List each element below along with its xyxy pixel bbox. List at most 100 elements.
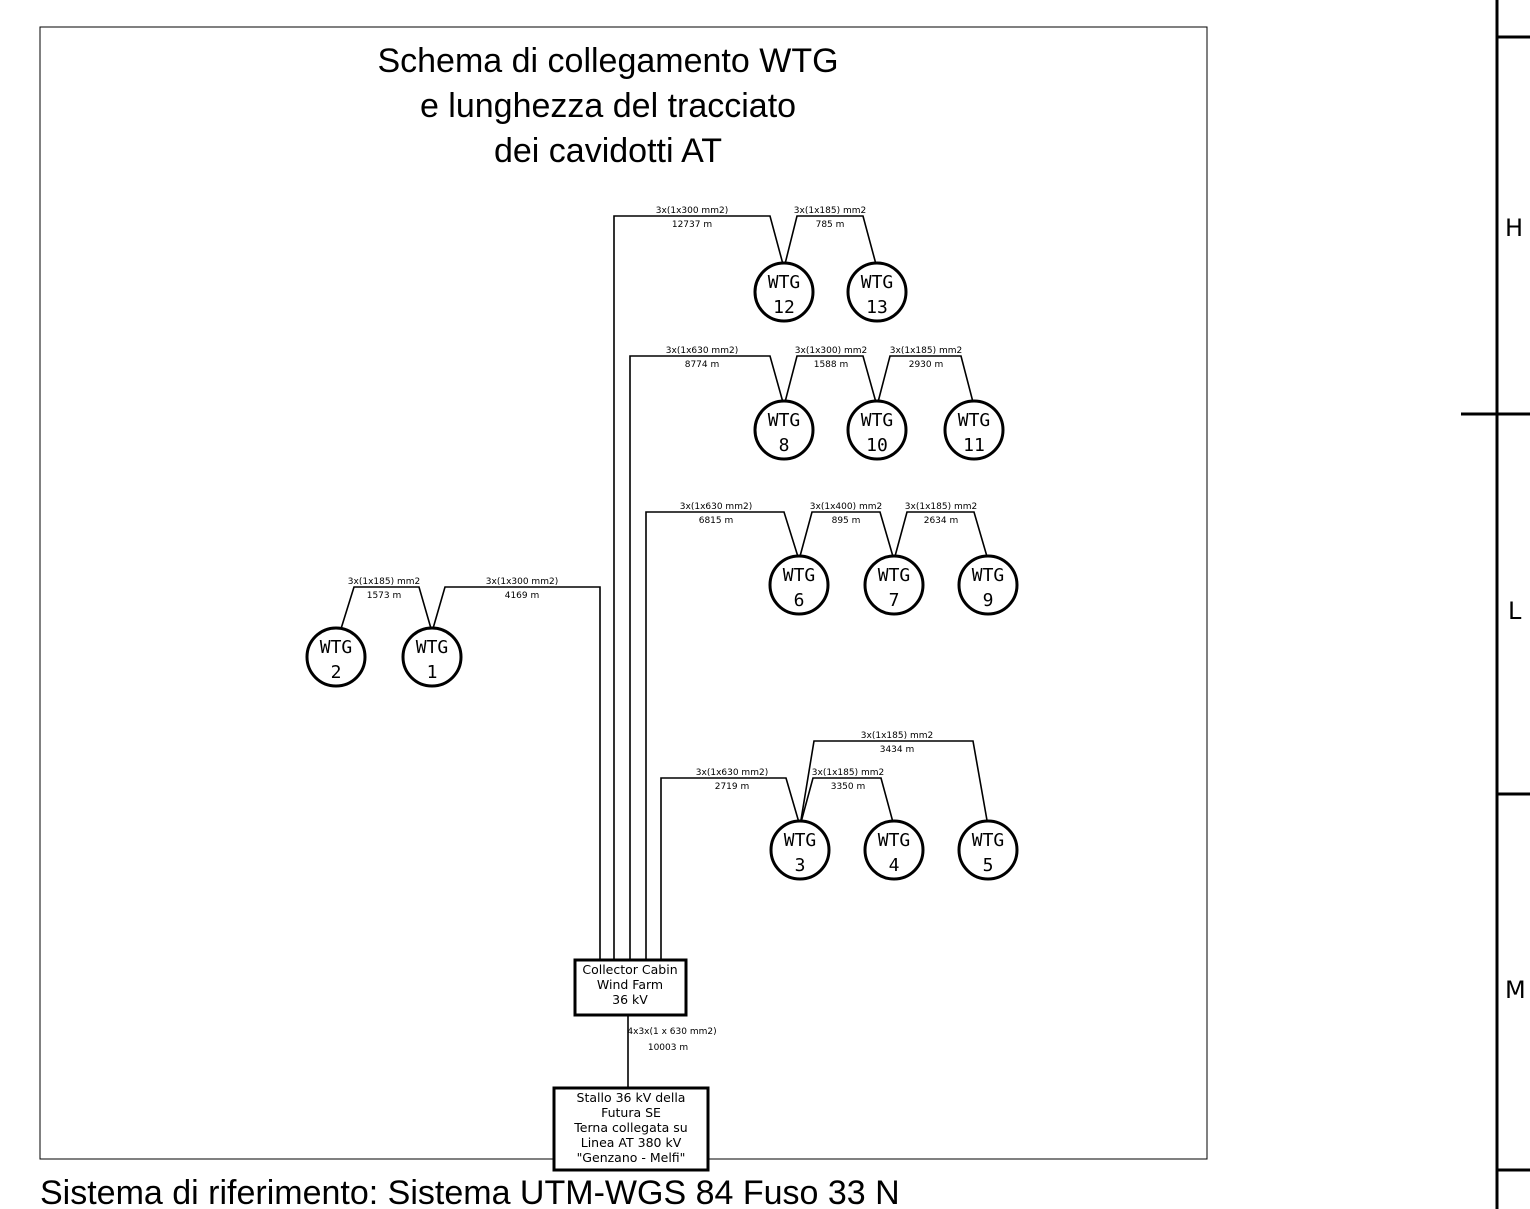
- cable-section-label: 3x(1x630 mm2): [696, 768, 768, 778]
- cable-length-label: 895 m: [832, 516, 861, 526]
- cable-line-wtg12-to-wtg13: [783, 215, 878, 269]
- cable-section-label: 3x(1x630 mm2): [680, 502, 752, 512]
- wtg-number: 3: [795, 855, 806, 876]
- cable-labels: 3x(1x300 mm2) 12737 m 3x(1x185) mm2 785 …: [348, 206, 977, 1053]
- cable-section-label: 3x(1x185) mm2: [861, 731, 933, 741]
- wtg-number: 10: [866, 435, 888, 456]
- wtg-number: 6: [794, 590, 805, 611]
- cable-length-label: 2719 m: [715, 782, 750, 792]
- wtg-node[interactable]: WTG 11: [943, 399, 1005, 461]
- turbines: WTG 12 WTG 13 WTG 8 WTG 10 WTG 11 WTG 6: [305, 261, 1019, 881]
- cable-length-label: 10003 m: [648, 1043, 688, 1053]
- wtg-node[interactable]: WTG 12: [753, 261, 815, 323]
- wtg-label: WTG: [972, 830, 1005, 851]
- wtg-number: 2: [331, 662, 342, 683]
- cable-section-label: 3x(1x185) mm2: [890, 346, 962, 356]
- wtg-node[interactable]: WTG 7: [863, 554, 925, 616]
- cable-length-label: 4169 m: [505, 591, 540, 601]
- wtg-node[interactable]: WTG 1: [401, 626, 463, 688]
- cable-section-label: 3x(1x185) mm2: [812, 768, 884, 778]
- wtg-label: WTG: [958, 410, 991, 431]
- cable-section-label: 3x(1x630 mm2): [666, 346, 738, 356]
- wtg-node[interactable]: WTG 3: [769, 819, 831, 881]
- wtg-node[interactable]: WTG 8: [753, 399, 815, 461]
- wtg-number: 12: [773, 297, 795, 318]
- border-letter: H: [1505, 214, 1523, 242]
- cable-line-cab-to-wtg1: [431, 586, 601, 960]
- cable-length-label: 3434 m: [880, 745, 915, 755]
- wtg-label: WTG: [416, 637, 449, 658]
- cable-section-label: 4x3x(1 x 630 mm2): [627, 1027, 716, 1037]
- cable-section-label: 3x(1x300 mm2): [656, 206, 728, 216]
- wtg-number: 11: [963, 435, 985, 456]
- cable-section-label: 3x(1x185) mm2: [794, 206, 866, 216]
- collector-cabin-line: 36 kV: [612, 992, 648, 1007]
- cable-line-wtg3-to-wtg5: [799, 740, 989, 827]
- wtg-node[interactable]: WTG 2: [305, 626, 367, 688]
- wtg-node[interactable]: WTG 4: [863, 819, 925, 881]
- cable-line-wtg6-to-wtg7: [798, 511, 895, 561]
- cable-length-label: 8774 m: [685, 360, 720, 370]
- cable-line-cab-to-wtg12: [613, 215, 785, 960]
- cable-length-label: 2634 m: [924, 516, 959, 526]
- cable-length-label: 1588 m: [814, 360, 849, 370]
- stallo-box[interactable]: Stallo 36 kV della Futura SE Terna colle…: [552, 1086, 710, 1172]
- border-letter: L: [1508, 597, 1522, 625]
- stallo-line: Linea AT 380 kV: [581, 1135, 682, 1150]
- stallo-line: Stallo 36 kV della: [577, 1090, 686, 1105]
- cable-length-label: 785 m: [816, 220, 845, 230]
- diagram-title-line-2: e lunghezza del tracciato: [420, 87, 796, 125]
- cable-length-label: 12737 m: [672, 220, 712, 230]
- stallo-line: "Genzano - Melfi": [577, 1150, 686, 1165]
- wtg-node[interactable]: WTG 13: [846, 261, 908, 323]
- cable-lines: [339, 215, 989, 1088]
- collector-cabin[interactable]: Collector Cabin Wind Farm 36 kV: [573, 958, 688, 1017]
- collector-cabin-line: Wind Farm: [597, 977, 663, 992]
- cable-line-wtg10-to-wtg11: [876, 355, 975, 407]
- wtg-node[interactable]: WTG 6: [768, 554, 830, 616]
- collector-cabin-line: Collector Cabin: [582, 962, 677, 977]
- wtg-number: 8: [779, 435, 790, 456]
- wtg-label: WTG: [878, 830, 911, 851]
- cable-line-wtg8-to-wtg10: [783, 355, 878, 407]
- stallo-line: Terna collegata su: [573, 1120, 687, 1135]
- sheet-border: H L M: [1461, 0, 1530, 1209]
- wtg-label: WTG: [972, 565, 1005, 586]
- wtg-number: 7: [889, 590, 900, 611]
- wtg-label: WTG: [861, 410, 894, 431]
- cable-section-label: 3x(1x185) mm2: [348, 577, 420, 587]
- wtg-label: WTG: [783, 565, 816, 586]
- cable-line-wtg1-to-wtg2: [339, 586, 433, 633]
- wtg-label: WTG: [320, 637, 353, 658]
- wtg-label: WTG: [768, 272, 801, 293]
- wtg-label: WTG: [768, 410, 801, 431]
- diagram-title-line-3: dei cavidotti AT: [494, 132, 722, 170]
- wtg-number: 4: [889, 855, 900, 876]
- cable-section-label: 3x(1x400) mm2: [810, 502, 882, 512]
- cable-line-wtg3-to-wtg4: [799, 777, 895, 827]
- stallo-line: Futura SE: [601, 1105, 661, 1120]
- wtg-label: WTG: [784, 830, 817, 851]
- cable-line-wtg7-to-wtg9: [893, 511, 989, 561]
- wtg-number: 13: [866, 297, 888, 318]
- border-letter: M: [1505, 976, 1526, 1004]
- wtg-label: WTG: [878, 565, 911, 586]
- wtg-number: 1: [427, 662, 438, 683]
- wtg-node[interactable]: WTG 10: [846, 399, 908, 461]
- cable-length-label: 2930 m: [909, 360, 944, 370]
- cable-section-label: 3x(1x185) mm2: [905, 502, 977, 512]
- wtg-number: 5: [983, 855, 994, 876]
- cable-section-label: 3x(1x300 mm2): [486, 577, 558, 587]
- cable-line-cab-to-wtg6: [645, 511, 800, 960]
- cable-section-label: 3x(1x300) mm2: [795, 346, 867, 356]
- wtg-node[interactable]: WTG 5: [957, 819, 1019, 881]
- wtg-node[interactable]: WTG 9: [957, 554, 1019, 616]
- reference-system-caption: Sistema di riferimento: Sistema UTM-WGS …: [40, 1174, 900, 1209]
- cable-length-label: 3350 m: [831, 782, 866, 792]
- cable-length-label: 6815 m: [699, 516, 734, 526]
- diagram-title-line-1: Schema di collegamento WTG: [377, 42, 838, 80]
- wtg-number: 9: [983, 590, 994, 611]
- cable-length-label: 1573 m: [367, 591, 402, 601]
- cable-line-cab-to-wtg8: [629, 355, 785, 960]
